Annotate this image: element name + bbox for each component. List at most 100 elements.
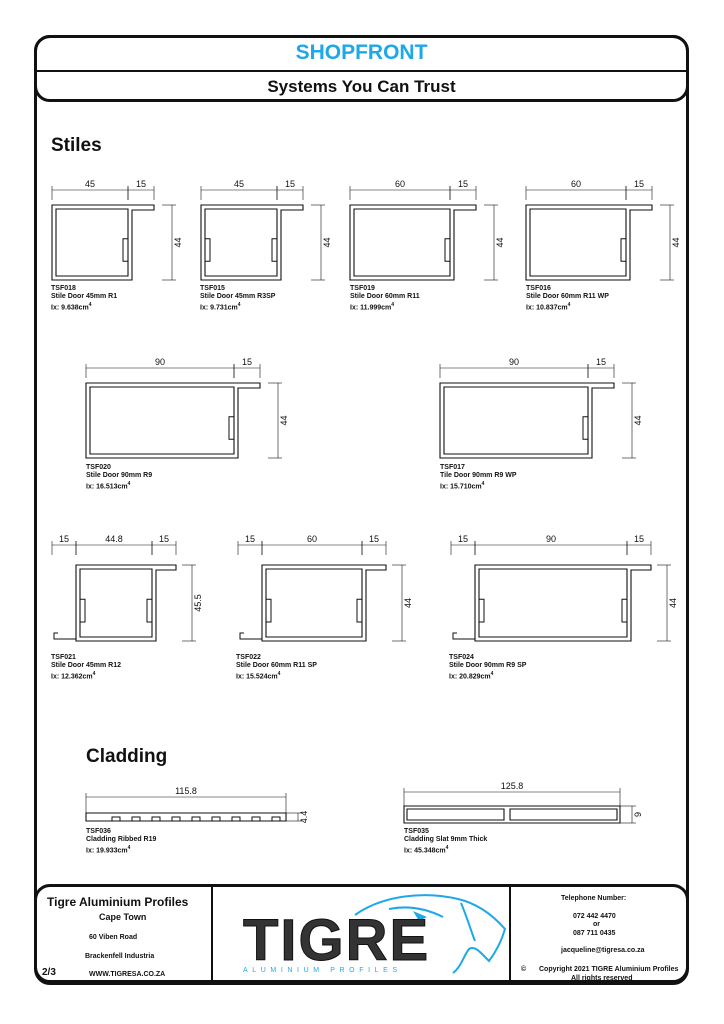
profile-ix: Ix: 45.348cm4: [404, 845, 449, 855]
profile-label: TSF019 Stile Door 60mm R11 Ix: 11.999cm4: [350, 285, 420, 312]
profile-ix: Ix: 15.524cm4: [236, 671, 281, 681]
dimension-label: 15: [59, 534, 69, 544]
profile-outline: [261, 564, 387, 642]
text: Ix: 9.731cm: [200, 304, 238, 312]
dimension-label: 15: [285, 179, 295, 189]
profile-label: TSF022 Stile Door 60mm R11 SP Ix: 15.524…: [236, 654, 317, 681]
dimension-label: 15: [458, 179, 468, 189]
dimension-label: 45: [85, 179, 95, 189]
profile-outline: [525, 204, 653, 281]
dimension-label: 45: [234, 179, 244, 189]
tigre-logo: TIGRE ALUMINIUM PROFILES: [213, 887, 513, 982]
phone-or: or: [593, 921, 600, 928]
profile-name: Stile Door 90mm R9 SP: [449, 662, 527, 669]
phone-primary[interactable]: 072 442 4470: [573, 913, 616, 920]
phone-label: Telephone Number:: [561, 895, 627, 902]
profile-groove: [80, 598, 86, 623]
cladding-rib: [231, 816, 241, 821]
dimension-label: 4.4: [299, 811, 309, 824]
dimension-label: 44: [173, 237, 183, 247]
tiger-head-icon: [354, 894, 507, 974]
profile-outline: [349, 204, 477, 281]
dimension-label: 15: [245, 534, 255, 544]
text: Ix: 15.524cm: [236, 673, 278, 681]
profile-groove: [228, 416, 234, 440]
dimension-label: 90: [155, 357, 165, 367]
cladding-rib: [271, 816, 281, 821]
text: Ix: 10.837cm: [526, 304, 568, 312]
text: Ix: 15.710cm: [440, 483, 482, 491]
dimension-label: 60: [571, 179, 581, 189]
copyright-text: Copyright 2021 TIGRE Aluminium Profiles: [539, 966, 679, 973]
rights-text: All rights reserved: [571, 975, 633, 982]
profile-ix: Ix: 15.710cm4: [440, 481, 485, 491]
profile-name: Stile Door 45mm R1: [51, 293, 118, 300]
dimension-label: 44: [671, 237, 681, 247]
text: Ix: 12.362cm: [51, 673, 93, 681]
page-subtitle: Systems You Can Trust: [267, 77, 456, 96]
page-number: 2/3: [42, 967, 56, 978]
profile-ix: Ix: 16.513cm4: [86, 481, 131, 491]
profile-label: TSF018 Stile Door 45mm R1 Ix: 9.638cm4: [51, 285, 117, 312]
profile-code: TSF020: [86, 464, 111, 471]
footer: Tigre Aluminium Profiles Cape Town 60 Vi…: [34, 884, 689, 985]
phone-secondary[interactable]: 087 711 0435: [573, 930, 616, 937]
logo-wordmark: TIGRE: [242, 908, 431, 974]
profile-name: Tile Door 90mm R9 WP: [440, 472, 517, 479]
profile-ix: Ix: 11.999cm4: [350, 302, 395, 312]
profile-label: TSF016 Stile Door 60mm R11 WP Ix: 10.837…: [526, 285, 609, 312]
profile-code: TSF016: [526, 285, 551, 292]
profile-hook: [53, 632, 76, 640]
profile-ix: Ix: 12.362cm4: [51, 671, 96, 681]
text: Ix: 9.638cm: [51, 304, 89, 312]
dimension-label: 15: [458, 534, 468, 544]
profile-outline: [51, 204, 155, 281]
profile-label: TSF017 Tile Door 90mm R9 WP Ix: 15.710cm…: [440, 464, 517, 491]
dimension-label: 44: [668, 598, 678, 608]
profile-name: Stile Door 60mm R11 SP: [236, 662, 317, 669]
profile-ix: Ix: 20.829cm4: [449, 671, 494, 681]
profile-label: TSF035 Cladding Slat 9mm Thick Ix: 45.34…: [404, 828, 487, 855]
dimension-label: 44: [322, 237, 332, 247]
dimension-label: 60: [395, 179, 405, 189]
company-name: Tigre Aluminium Profiles: [47, 895, 189, 909]
profile-code: TSF015: [200, 285, 225, 292]
dimension-label: 15: [369, 534, 379, 544]
dimension-label: 15: [634, 179, 644, 189]
text: Ix: 20.829cm: [449, 673, 491, 681]
profile-name: Cladding Slat 9mm Thick: [404, 836, 488, 843]
logo-tagline: ALUMINIUM PROFILES: [243, 967, 402, 974]
profile-outline: [200, 204, 304, 281]
dimension-label: 44: [495, 237, 505, 247]
dimension-label: 15: [596, 357, 606, 367]
profile-name: Stile Door 45mm R3SP: [200, 293, 276, 300]
profile-groove: [621, 598, 627, 623]
dimension-label: 9: [633, 812, 643, 817]
profile-code: TSF036: [86, 828, 111, 835]
text: Ix: 19.933cm: [86, 847, 128, 855]
profile-hook: [239, 632, 262, 640]
profile-label: TSF024 Stile Door 90mm R9 SP Ix: 20.829c…: [449, 654, 526, 681]
dimension-label: 44.8: [105, 534, 123, 544]
copyright-symbol: ©: [521, 966, 527, 973]
website-link[interactable]: WWW.TIGRESA.CO.ZA: [89, 971, 166, 978]
profile-code: TSF024: [449, 654, 474, 661]
company-street: 60 Viben Road: [89, 934, 138, 941]
cladding-rib: [191, 816, 201, 821]
profile-groove: [271, 238, 277, 262]
profile-ix: Ix: 9.731cm4: [200, 302, 241, 312]
profile-groove: [356, 598, 362, 623]
profile-code: TSF018: [51, 285, 76, 292]
profile-groove: [582, 416, 588, 440]
company-info: Tigre Aluminium Profiles Cape Town 60 Vi…: [37, 887, 213, 985]
profile-groove: [205, 238, 211, 262]
profile-outline: [75, 564, 177, 642]
profile-code: TSF022: [236, 654, 261, 661]
profile-label: TSF020 Stile Door 90mm R9 Ix: 16.513cm4: [86, 464, 152, 491]
cladding-rib: [251, 816, 261, 821]
profile-groove: [479, 598, 485, 623]
email-link[interactable]: jacqueline@tigresa.co.za: [561, 947, 645, 954]
profile-groove: [444, 238, 450, 262]
cladding-rib: [131, 816, 141, 821]
